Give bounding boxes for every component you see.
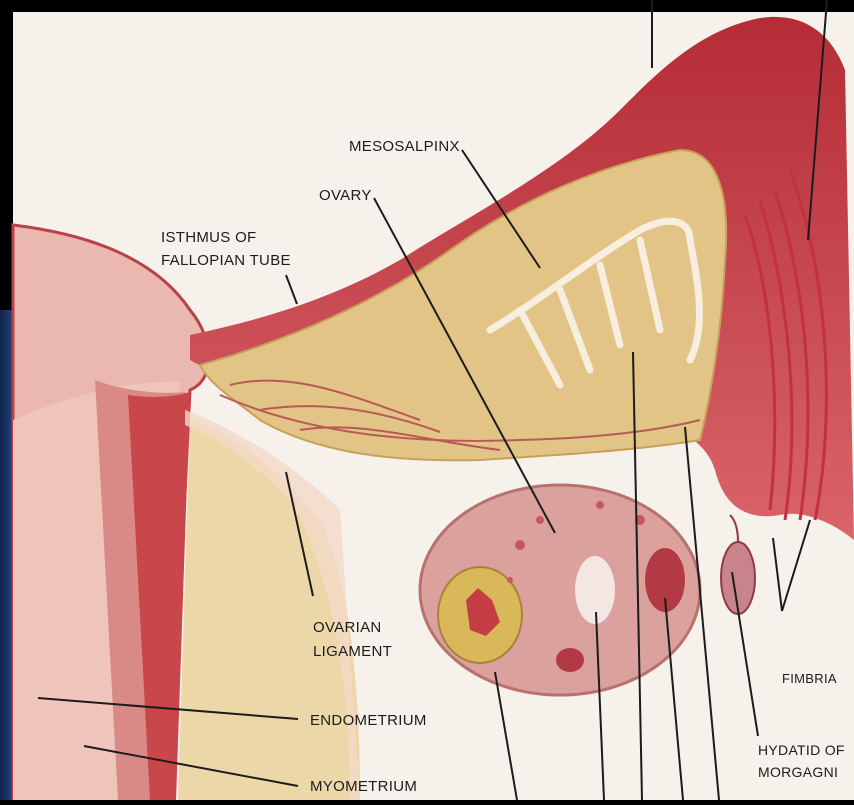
- label-isthmus-line2: FALLOPIAN TUBE: [161, 250, 291, 271]
- label-ovarian-ligament-line1: OVARIAN: [313, 617, 382, 638]
- label-myometrium: MYOMETRIUM: [310, 776, 417, 797]
- label-mesosalpinx: MESOSALPINX: [349, 136, 460, 157]
- label-ovary: OVARY: [319, 185, 372, 206]
- label-isthmus-line1: ISTHMUS OF: [161, 227, 257, 248]
- label-hydatid-line1: HYDATID OF: [758, 740, 845, 761]
- ovary-follicle-small: [556, 648, 584, 672]
- label-fimbria: FIMBRIA: [782, 668, 837, 689]
- label-endometrium: ENDOMETRIUM: [310, 710, 427, 731]
- hydatid-of-morgagni: [721, 542, 755, 614]
- label-hydatid-line2: MORGAGNI: [758, 762, 838, 783]
- label-ovarian-ligament-line2: LIGAMENT: [313, 641, 392, 662]
- ovary-white-body: [575, 556, 615, 624]
